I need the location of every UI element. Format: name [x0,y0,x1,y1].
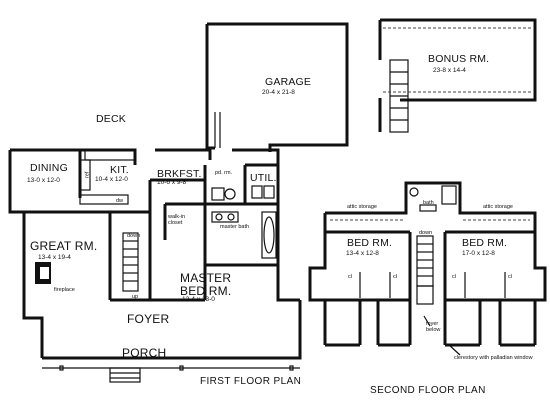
second-stair-down-label: down [419,230,433,236]
master-bath-label: master bath [220,224,250,230]
dining-label: DINING [30,162,68,174]
bed-room-1-label: BED RM. [347,237,393,249]
second-floor-walls [308,18,547,356]
foyer-below-label: foyer below [426,321,441,333]
first-floor-walls [8,22,349,383]
closet-label-4: cl [508,274,512,280]
kitchen-label: KIT. [110,164,129,176]
garage-label: GARAGE [265,76,312,88]
utility-label: UTIL. [250,172,277,184]
attic-storage-left: attic storage [347,204,377,210]
garage-dims: 20-4 x 21-8 [262,89,295,96]
great-room-label: GREAT RM. [30,239,98,253]
great-room-dims: 13-4 x 19-4 [38,254,71,261]
bed-room-1-dims: 13-4 x 12-8 [346,250,379,257]
stair-up-label: up [132,294,139,300]
deck-label: DECK [96,113,126,125]
bonus-room-dims: 23-8 x 14-4 [433,67,466,74]
dw-label: dw [116,198,124,204]
bed-room-2-label: BED RM. [462,237,508,249]
powder-label: pd. rm. [215,170,233,176]
closet-label-1: cl [348,274,352,280]
dining-dims: 13-0 x 12-0 [27,177,60,184]
master-bed-label: MASTER BED RM. [180,271,232,298]
attic-storage-right: attic storage [483,204,513,210]
foyer-label: FOYER [127,312,170,326]
kitchen-dims: 10-4 x 12-0 [95,176,128,183]
stair-down-label: down [127,233,141,239]
closet-label-2: cl [393,274,397,280]
breakfast-label: BRKFST. [157,168,202,180]
fireplace-label: fireplace [54,287,75,293]
bonus-room-label: BONUS RM. [428,53,490,65]
master-bed-dims: 13-4 x 13-0 [182,296,215,303]
bed-room-2-dims: 17-0 x 12-8 [462,250,495,257]
clerestory-label: clerestory with palladian window [454,355,533,361]
closet-label-3: cl [452,274,456,280]
breakfast-dims: 10-6 x 9-8 [157,179,187,186]
porch-label: PORCH [122,346,167,360]
ref-label: ref [84,171,91,178]
second-floor-title: SECOND FLOOR PLAN [370,385,486,396]
walkin-closet-label: walk-in closet [168,214,186,226]
bath-label: bath [423,200,434,206]
first-floor-title: FIRST FLOOR PLAN [200,376,302,387]
